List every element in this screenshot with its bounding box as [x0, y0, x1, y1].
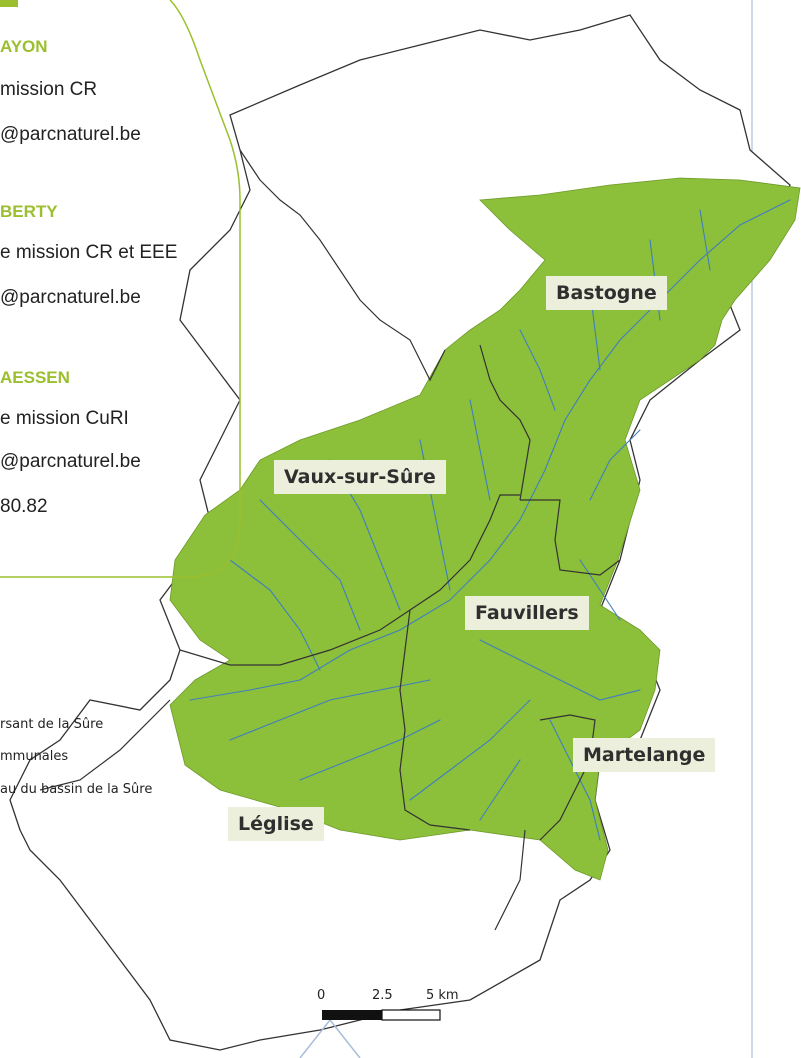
river-branch	[229, 679, 431, 741]
contact-name: AYON	[0, 37, 48, 56]
river-branch	[589, 429, 641, 501]
contact-email: @parcnaturel.be	[0, 451, 141, 472]
place-label-martelange: Martelange	[573, 738, 716, 772]
river-branch	[259, 499, 361, 631]
river-branch	[409, 699, 531, 801]
contact-panel-border	[0, 0, 241, 578]
border-west	[39, 699, 171, 791]
contact-panel: AYON mission CR @parcnaturel.be BERTY e …	[0, 0, 250, 580]
scale-label: 0	[317, 988, 326, 1003]
river-branch	[229, 559, 321, 671]
river-branch	[299, 719, 441, 781]
contact-email: @parcnaturel.be	[0, 287, 141, 308]
river-branch	[479, 759, 521, 821]
accent-square	[0, 0, 18, 7]
scale-label: 2.5	[372, 988, 393, 1003]
contact-email: @parcnaturel.be	[0, 124, 141, 145]
river-branch	[579, 559, 621, 621]
scale-bar	[322, 1009, 441, 1021]
river-branch	[699, 209, 711, 271]
scale-bar-segment	[322, 1010, 382, 1020]
river-branch	[479, 639, 641, 701]
river-branch	[519, 329, 556, 411]
border-vaux-bastogne	[479, 344, 531, 501]
communal-borders	[39, 149, 621, 931]
legend-item-river-network: au du bassin de la Sûre	[0, 782, 153, 797]
place-label-bastogne: Bastogne	[546, 276, 667, 310]
contact-role: mission CR	[0, 79, 98, 100]
legend-item-communal-borders: mmunales	[0, 749, 69, 764]
place-label-fauvillers: Fauvillers	[465, 596, 589, 630]
contact-role: e mission CuRI	[0, 408, 129, 429]
contact-name: BERTY	[0, 202, 58, 221]
border-martelange-south	[494, 829, 526, 931]
border-left-north	[239, 149, 446, 382]
border-leglise-fauvillers	[399, 609, 471, 831]
border-fauvillers	[520, 499, 621, 576]
place-label-vaux-sur-sure: Vaux-sur-Sûre	[274, 460, 446, 494]
scale-bar-segment	[381, 1009, 441, 1021]
contact-name: AESSEN	[0, 368, 70, 387]
river-branch	[469, 399, 491, 501]
contact-role: e mission CR et EEE	[0, 242, 178, 263]
place-label-leglise: Léglise	[228, 807, 324, 841]
contact-phone: 80.82	[0, 496, 48, 517]
scale-label: 5 km	[426, 988, 459, 1003]
legend-item-basin: rsant de la Sûre	[0, 717, 104, 732]
river-main	[189, 199, 791, 701]
